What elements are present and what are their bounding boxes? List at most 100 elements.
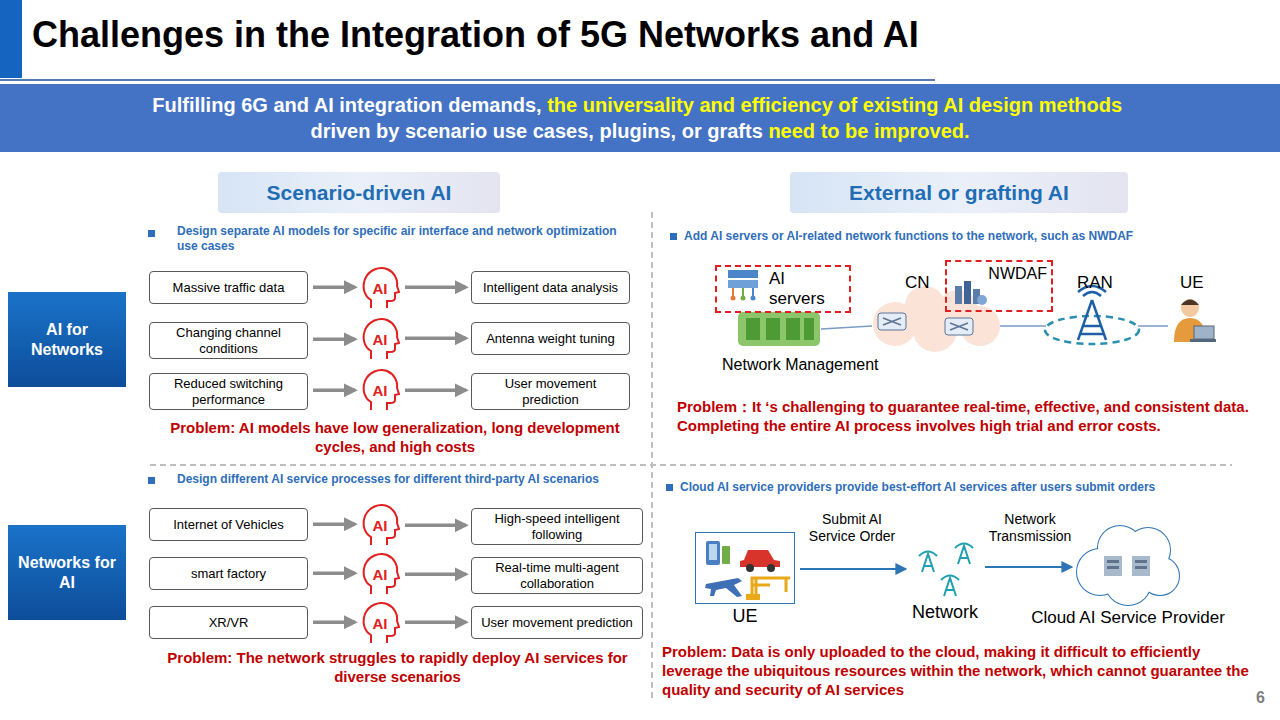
process-box: Antenna weight tuning (471, 322, 630, 355)
head-path (364, 554, 399, 594)
process-box: Massive traffic data (149, 271, 308, 304)
process-box: XR/VR (149, 606, 308, 639)
node-text: Intelligent data analysis (483, 280, 618, 296)
connector-arrow (405, 389, 466, 393)
divider (150, 464, 1232, 466)
bullet-text: Design separate AI models for specific a… (177, 224, 632, 254)
core-network-cloud (873, 286, 1000, 352)
connector-arrow (313, 572, 355, 576)
ue-device-icons (705, 541, 790, 600)
node-text: Real-time multi-agent collaboration (478, 560, 636, 591)
ue-frame (695, 532, 795, 604)
connector-arrow (405, 337, 466, 341)
process-box: User movement prediction (471, 373, 630, 410)
category-box: Networks for AI (8, 525, 126, 620)
process-box: Intelligent data analysis (471, 271, 630, 304)
node-text: External or grafting AI (849, 181, 1069, 205)
slide-title: Challenges in the Integration of 5G Netw… (32, 14, 919, 56)
node-text: Reduced switching performance (156, 376, 301, 407)
ue-box: UE (695, 532, 795, 630)
connector-arrow (313, 523, 355, 527)
network-node: Network (905, 540, 985, 626)
banner-text: Fulfilling 6G and AI integration demands… (152, 92, 541, 118)
process-box: High-speed intelligent following (471, 508, 643, 545)
tower-icon (1078, 286, 1106, 340)
problem-note: Problem：It ‘s challenging to guarantee r… (677, 397, 1262, 435)
ai-head-icon: AI (360, 367, 400, 411)
node-text: High-speed intelligent following (478, 511, 636, 542)
banner-text: need to be improved. (768, 118, 969, 144)
problem-note: Problem: The network struggles to rapidl… (145, 648, 650, 686)
node-text: AI for Networks (16, 320, 118, 360)
process-box: smart factory (149, 557, 308, 590)
part-label: Network Management (722, 355, 922, 375)
head-path (364, 319, 399, 359)
function-box: NWDAF (945, 260, 1053, 312)
process-box: Reduced switching performance (149, 373, 308, 410)
link-line (821, 326, 1168, 329)
connector-arrow (405, 524, 466, 528)
node-text: User movement prediction (478, 376, 623, 407)
connector-arrow (313, 286, 355, 290)
node-text: AI servers (769, 269, 845, 309)
head-path (364, 505, 399, 545)
connector-arrow (313, 389, 355, 393)
process-box: Changing channel conditions (149, 322, 308, 359)
node-text: AI (373, 566, 388, 583)
node-text: Cloud AI Service Provider (1031, 608, 1225, 628)
title-rule (0, 79, 935, 81)
coverage-ellipse (1045, 316, 1139, 344)
node-text: Massive traffic data (173, 280, 285, 296)
connector-arrow (405, 286, 466, 290)
server-icon (728, 270, 758, 301)
node-text: NWDAF (988, 265, 1047, 283)
part-label: RAN (1077, 272, 1127, 294)
head-path (364, 268, 399, 308)
connector-arrow (313, 338, 355, 342)
process-box: Internet of Vehicles (149, 508, 308, 541)
ai-head-icon: AI (360, 502, 400, 546)
part-label: CN (905, 272, 945, 294)
node-text: AI (373, 382, 388, 399)
node-text: AI (373, 280, 388, 297)
process-box: User movement prediction (471, 606, 643, 639)
cloud-area (1076, 522, 1180, 606)
node-text: Internet of Vehicles (173, 517, 284, 533)
ai-head-icon: AI (360, 600, 400, 644)
edge-label: Network Transmission (976, 511, 1084, 545)
connector-arrow (313, 621, 355, 625)
antenna-icons (919, 544, 973, 597)
edge-label: Submit AI Service Order (798, 511, 906, 545)
function-box: AI servers (715, 265, 851, 313)
ai-head-icon: AI (360, 316, 400, 360)
node-text: Antenna weight tuning (486, 331, 615, 347)
problem-note: Problem: Data is only uploaded to the cl… (662, 642, 1252, 699)
bullet-text: Add AI servers or AI-related network fun… (684, 229, 1264, 244)
problem-note: Problem: AI models have low generalizati… (145, 418, 645, 456)
node-text: smart factory (191, 566, 266, 582)
provider-cloud (1077, 526, 1179, 605)
ai-head-icon: AI (360, 265, 400, 309)
section-header: External or grafting AI (790, 172, 1128, 213)
network-management-icon (738, 312, 820, 346)
connector-arrow (405, 573, 466, 577)
switch-icon (878, 313, 973, 335)
page-number: 6 (1256, 688, 1276, 708)
antenna-area (910, 540, 980, 600)
connector-arrow (405, 621, 466, 625)
node-text: XR/VR (209, 615, 249, 631)
node-text: UE (732, 606, 757, 627)
category-box: AI for Networks (8, 292, 126, 387)
connector-arrow (800, 568, 905, 570)
head-path (364, 603, 399, 643)
user-icon (1174, 299, 1216, 342)
node-text: AI (373, 517, 388, 534)
node-text: Scenario-driven AI (267, 181, 452, 205)
part-label: UE (1180, 272, 1220, 294)
node-text: AI (373, 331, 388, 348)
node-text: User movement prediction (481, 615, 633, 631)
bullet-text: Cloud AI service providers provide best-… (680, 480, 1270, 495)
banner-text: driven by scenario use cases, plugins, o… (310, 118, 762, 144)
bullet-text: Design different AI service processes fo… (177, 472, 642, 487)
ai-head-icon: AI (360, 551, 400, 595)
